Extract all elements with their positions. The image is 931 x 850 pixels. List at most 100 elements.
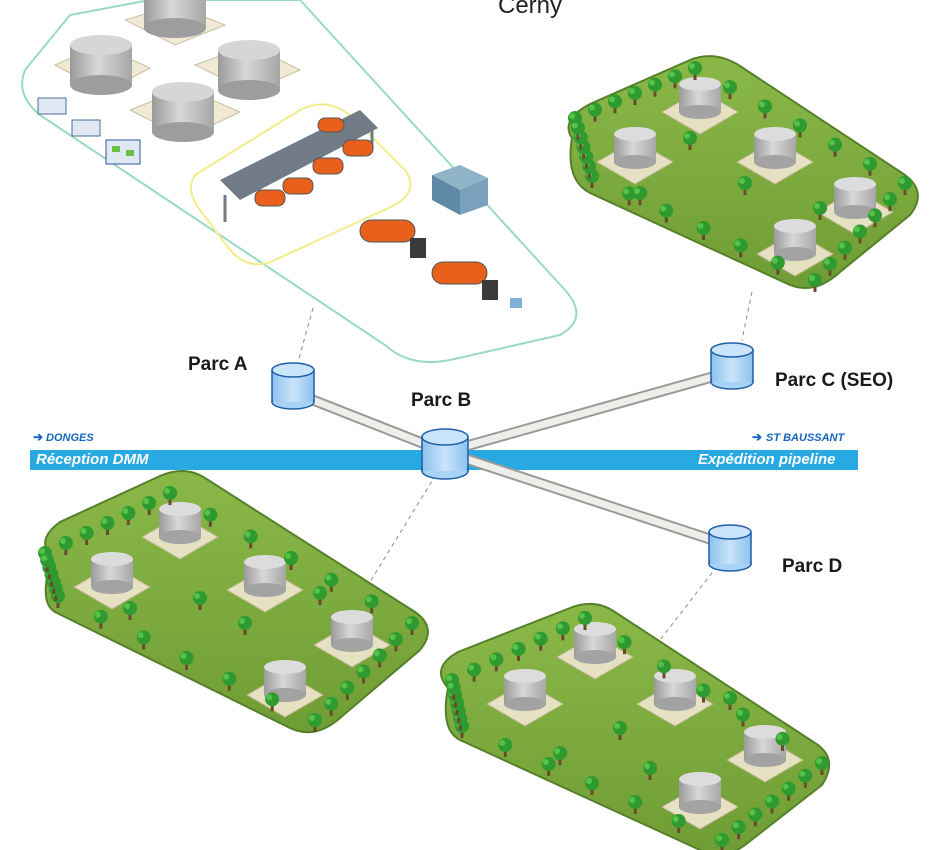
- pump-icon: [510, 298, 522, 308]
- tree-icon: [193, 591, 207, 610]
- label-parc-a: Parc A: [188, 354, 248, 375]
- storage-tank-icon: [486, 669, 564, 727]
- storage-tank-icon: [736, 127, 814, 185]
- tree-icon: [613, 721, 627, 740]
- label-expedition-pipeline: Expédition pipeline: [698, 451, 836, 468]
- tree-icon: [733, 238, 748, 258]
- pipes: [289, 366, 736, 551]
- site-title: Cerny: [498, 0, 563, 19]
- tank-farm-ab: [44, 470, 429, 734]
- tank-trucks: [254, 117, 488, 285]
- tree-icon: [79, 526, 94, 545]
- tree-icon: [793, 118, 807, 138]
- tree-icon: [838, 240, 852, 260]
- tree-icon: [758, 99, 772, 119]
- tree-icon: [142, 496, 157, 515]
- tank-farm-d: [439, 602, 830, 850]
- tree-icon: [489, 652, 504, 672]
- tree-icon: [781, 781, 796, 801]
- storage-tank-icon: [596, 127, 674, 185]
- label-donges: DONGES: [46, 432, 94, 444]
- tree-icon: [813, 201, 827, 220]
- tree-icon: [179, 651, 194, 670]
- tree-icon: [533, 631, 548, 651]
- tree-icon: [541, 757, 556, 776]
- tree-icon: [588, 102, 602, 122]
- tree-icon: [868, 208, 882, 228]
- tree-icon: [696, 221, 711, 240]
- loading-area: [190, 103, 412, 266]
- tree-icon: [731, 820, 746, 840]
- tree-icon: [356, 664, 371, 684]
- tree-icon: [446, 680, 461, 700]
- truck-cabs: [410, 238, 498, 300]
- tree-icon: [668, 69, 682, 89]
- tree-icon: [163, 486, 177, 505]
- loading-canopy: [220, 110, 378, 200]
- tree-icon: [736, 707, 750, 727]
- tree-icon: [238, 616, 252, 635]
- storage-tank-icon: [661, 77, 739, 135]
- label-st-baussant: ST BAUSSANT: [766, 432, 845, 444]
- tree-icon: [883, 192, 897, 212]
- tree-icon: [808, 273, 822, 292]
- office-building-icon: [432, 165, 488, 215]
- tree-icon: [121, 506, 136, 525]
- tree-icon: [863, 156, 877, 176]
- tree-icon: [578, 611, 592, 630]
- tree-icon: [100, 516, 115, 535]
- tree-icon: [633, 186, 647, 205]
- tree-icon: [723, 691, 737, 710]
- storage-tank-icon: [313, 610, 391, 668]
- st-baussant-arrow-icon: ➔: [752, 430, 762, 444]
- label-reception-dmm: Réception DMM: [36, 451, 149, 468]
- tree-icon: [608, 94, 622, 114]
- tree-icon: [815, 756, 829, 775]
- storage-tank-icon: [141, 502, 219, 560]
- storage-tank-icon: [556, 622, 634, 680]
- tree-icon: [683, 131, 697, 150]
- tree-icon: [617, 635, 632, 655]
- tree-icon: [313, 586, 327, 605]
- tree-icon: [136, 630, 151, 650]
- tree-icon: [798, 768, 813, 788]
- tree-icon: [648, 77, 662, 97]
- node-parc-c: [710, 342, 754, 390]
- storage-tank-icon: [246, 660, 324, 718]
- tree-icon: [715, 833, 729, 850]
- tree-icon: [553, 746, 567, 765]
- tree-icon: [340, 680, 355, 700]
- node-parc-d: [708, 524, 752, 572]
- tree-icon: [643, 761, 657, 780]
- node-parc-a: [271, 362, 315, 410]
- tank-farm-c: [567, 55, 919, 289]
- tree-icon: [657, 659, 671, 679]
- tree-icon: [243, 529, 258, 549]
- label-parc-b: Parc B: [411, 390, 472, 411]
- depot-equipment: [37, 97, 141, 165]
- tree-icon: [203, 507, 218, 527]
- tree-icon: [467, 662, 482, 682]
- tree-icon: [659, 203, 674, 223]
- tree-icon: [723, 80, 737, 100]
- tree-icon: [364, 594, 379, 614]
- trees: [38, 61, 912, 850]
- depot-site: [21, 0, 578, 364]
- label-parc-d: Parc D: [782, 556, 843, 577]
- storage-tank-icon: [73, 552, 151, 610]
- tree-icon: [696, 683, 711, 703]
- tree-icon: [93, 609, 108, 629]
- tree-icon: [628, 795, 643, 814]
- storage-tank-icon: [226, 555, 304, 613]
- tree-icon: [628, 86, 642, 105]
- tree-icon: [570, 120, 585, 140]
- tree-icon: [40, 553, 55, 573]
- tree-icon: [511, 642, 526, 661]
- dashed-connectors: [297, 291, 753, 641]
- tree-icon: [222, 671, 237, 691]
- tree-icon: [498, 738, 513, 757]
- tree-icon: [765, 794, 779, 814]
- tree-icon: [284, 551, 298, 570]
- tree-icon: [671, 814, 686, 833]
